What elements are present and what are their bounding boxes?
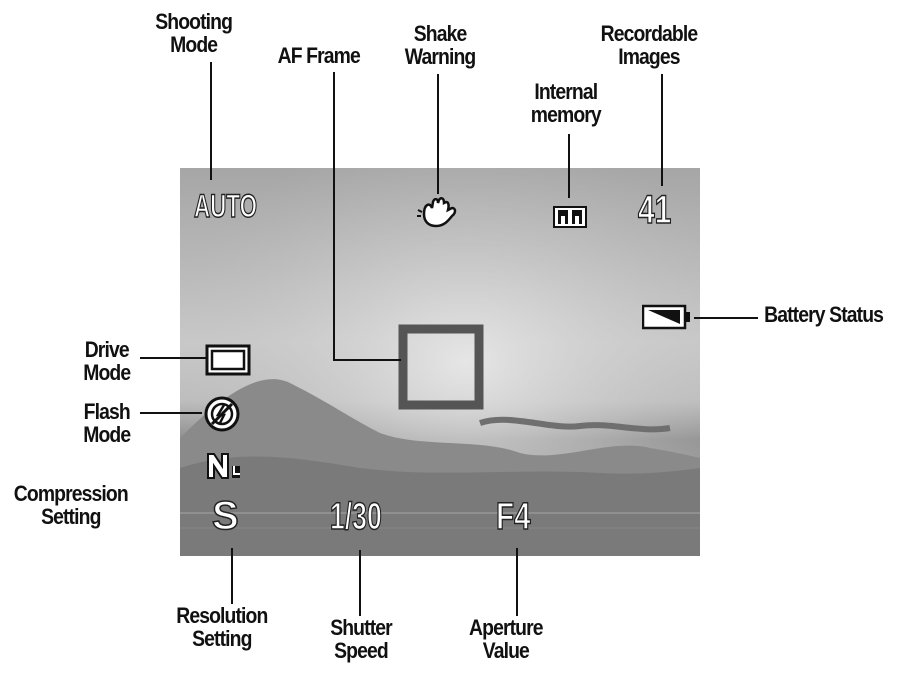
- shooting-mode-value: AUTO: [194, 188, 257, 225]
- flash-mode-leader: [140, 412, 202, 414]
- af-frame-box: [398, 324, 484, 410]
- shutter-speed-value: 1/30: [330, 496, 382, 539]
- aperture-value: F4: [496, 496, 531, 539]
- recordable-images-leader: [661, 74, 663, 186]
- lcd-screen: AUTO 41 S 1/30 F4: [180, 168, 700, 556]
- af-frame-leader-h: [333, 359, 401, 361]
- single-frame-icon: [205, 344, 251, 376]
- battery-icon: [642, 304, 692, 330]
- normal-compression-icon: [206, 450, 246, 480]
- drive-mode-leader: [140, 357, 206, 359]
- af-frame-leader-v: [333, 72, 335, 360]
- recordable-images-value: 41: [638, 188, 671, 233]
- hand-shake-icon: [416, 196, 460, 232]
- shooting-mode-leader: [210, 62, 212, 180]
- battery-status-label: Battery Status: [764, 303, 883, 326]
- resolution-setting-value: S: [212, 494, 239, 539]
- internal-memory-icon: [553, 206, 587, 228]
- af-frame-label: AF Frame: [278, 44, 360, 67]
- internal-memory-leader: [568, 134, 570, 198]
- flash-off-icon: [202, 394, 242, 434]
- battery-status-leader: [694, 317, 758, 319]
- aperture-value-leader: [516, 548, 518, 616]
- shake-warning-leader: [437, 74, 439, 194]
- shutter-speed-leader: [359, 550, 361, 616]
- resolution-setting-leader: [231, 548, 233, 604]
